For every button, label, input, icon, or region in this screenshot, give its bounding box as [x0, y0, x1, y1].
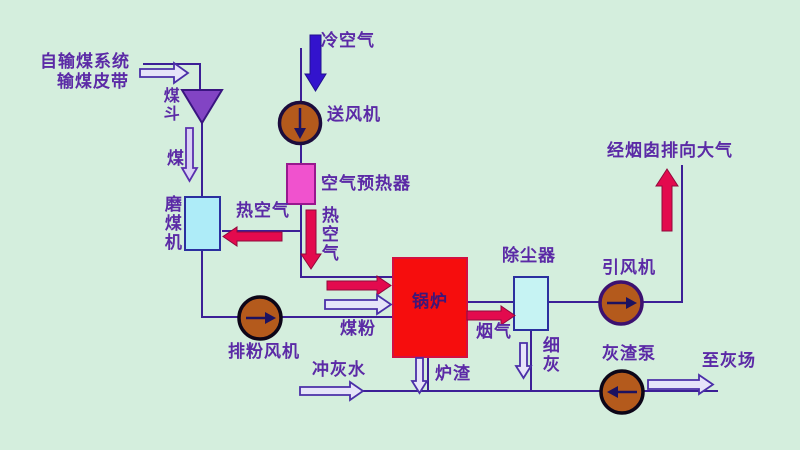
label-to-ash-yard: 至灰场 — [702, 351, 756, 371]
conveyor-line — [143, 63, 201, 91]
label-ash-slag-pump: 灰渣泵 — [602, 344, 656, 364]
label-boiler: 锅炉 — [412, 292, 448, 312]
hot-air-to-mill-arrow — [222, 226, 283, 247]
label-induced-draft-fan: 引风机 — [602, 258, 656, 278]
label-fine-ash: 细灰 — [538, 336, 559, 374]
label-air-preheater: 空气预热器 — [321, 174, 411, 194]
flue-gas-to-chimney-line — [548, 165, 683, 303]
label-flue-gas: 烟气 — [476, 322, 512, 342]
chimney-up-arrow — [655, 168, 679, 232]
coal-powder-line — [201, 250, 392, 318]
coal-down-arrow — [180, 127, 199, 183]
powder-exhaust-fan-arrowhead — [265, 312, 276, 324]
hot-air-to-boiler-arrow — [326, 275, 392, 296]
slag-down-arrow — [410, 357, 429, 395]
conveyor-flow-arrow — [139, 61, 190, 85]
label-coal: 煤 — [167, 149, 185, 169]
label-forced-draft-fan: 送风机 — [327, 105, 381, 125]
ash-water-arrow — [299, 380, 365, 402]
label-hot-air-to-mill: 热空气 — [236, 201, 290, 221]
label-coal-mill: 磨煤机 — [160, 195, 181, 252]
label-dust-collector: 除尘器 — [502, 246, 556, 266]
label-hot-air-to-boiler: 热空气 — [317, 206, 338, 263]
forced-draft-fan-arrowhead — [294, 128, 306, 139]
label-ash-flushing-water: 冲灰水 — [312, 360, 366, 380]
label-coal-source-line1: 自输煤系统 — [40, 52, 130, 72]
coal-powder-arrow — [324, 293, 393, 316]
ash-slag-pump-arrowhead — [607, 386, 618, 398]
label-coal-source-line2: 输煤皮带 — [57, 72, 129, 92]
air-preheater-box — [286, 163, 316, 205]
label-coal-hopper: 煤斗 — [160, 87, 180, 123]
label-to-atmosphere: 经烟囱排向大气 — [607, 141, 733, 161]
ash-yard-arrow — [647, 373, 715, 396]
label-slag: 炉渣 — [435, 364, 471, 384]
flue-gas-arrow — [466, 305, 516, 326]
label-coal-powder: 煤粉 — [340, 319, 376, 339]
fine-ash-down-arrow — [514, 342, 533, 380]
coal-hopper-shape — [180, 89, 224, 125]
boiler-box — [392, 257, 468, 358]
coal-mill-box — [184, 196, 221, 251]
cold-air-arrow — [304, 34, 327, 92]
dust-collector-box — [513, 276, 549, 331]
induced-draft-fan-arrowhead — [626, 297, 637, 309]
label-powder-exhaust-fan: 排粉风机 — [228, 342, 300, 362]
hot-air-to-boiler-line — [300, 204, 392, 278]
hot-air-down-arrow — [300, 209, 322, 270]
label-cold-air: 冷空气 — [321, 31, 375, 51]
